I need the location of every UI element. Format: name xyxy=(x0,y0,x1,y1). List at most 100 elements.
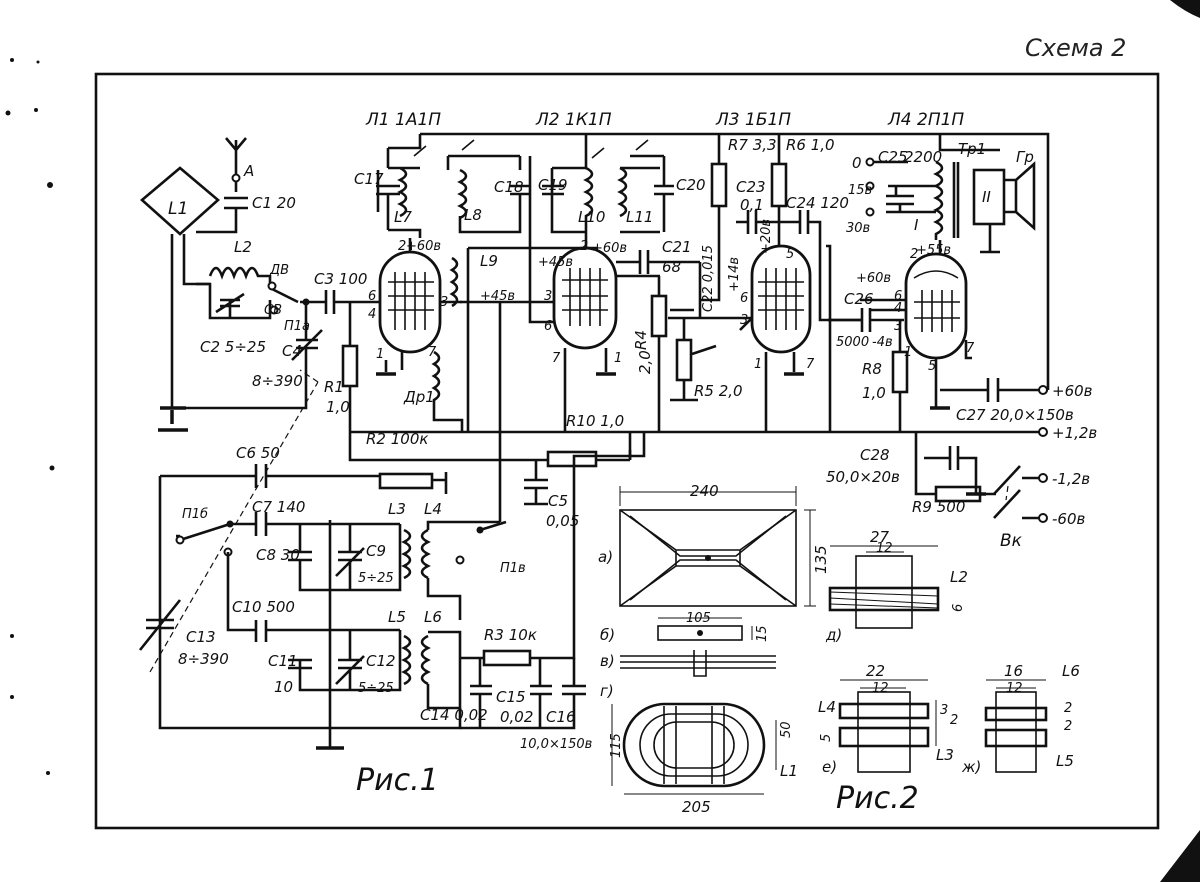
v45-1: +45в xyxy=(480,289,515,304)
a-label: А xyxy=(243,162,254,180)
c6-label: C6 50 xyxy=(236,444,280,462)
r2-label: R2 100к xyxy=(366,430,428,448)
dr1-label: Др1 xyxy=(403,388,435,406)
c13-label: C13 xyxy=(186,628,216,646)
fig2-a: а) xyxy=(598,548,613,566)
c17-label: C17 xyxy=(354,170,384,188)
c1-label: C1 20 xyxy=(252,194,296,212)
tube-l4-label: Л4 2П1П xyxy=(887,110,964,130)
svg-text:1: 1 xyxy=(904,345,912,360)
dim-12a: 12 xyxy=(876,541,893,556)
v60-2: +60в xyxy=(592,241,627,256)
vk-label: Вк xyxy=(1000,531,1023,551)
svg-text:4: 4 xyxy=(894,301,902,316)
dim-115: 115 xyxy=(609,733,624,758)
svg-text:6: 6 xyxy=(544,319,552,334)
tube-l2-label: Л2 1К1П xyxy=(535,110,612,130)
fig2-l2: L2 xyxy=(950,568,968,586)
v55-label: +55в xyxy=(916,243,951,258)
r7-label: R7 3,3 xyxy=(728,136,777,154)
c15-value: 0,02 xyxy=(500,708,533,726)
svg-text:7: 7 xyxy=(428,345,437,360)
svg-text:1: 1 xyxy=(754,357,762,372)
tube-l1 xyxy=(380,252,440,352)
l6-label: L6 xyxy=(424,608,442,626)
svg-text:5: 5 xyxy=(786,247,794,262)
v45-2: +45в xyxy=(538,255,573,270)
fig2-d: д) xyxy=(825,626,842,644)
dim-15: 15 xyxy=(755,625,770,642)
c10-label: C10 500 xyxy=(232,598,295,616)
out-plus60: +60в xyxy=(1052,382,1093,400)
l8-label: L8 xyxy=(464,206,482,224)
c14-label: C14 0,02 xyxy=(420,706,488,724)
sv-label: СВ xyxy=(264,303,282,318)
c2-label: C2 5÷25 xyxy=(200,338,266,356)
v20-label: +20в xyxy=(759,219,774,254)
v0-label: 0 xyxy=(852,154,862,172)
svg-text:3: 3 xyxy=(440,295,448,310)
c28-value: 50,0×20в xyxy=(826,468,900,486)
c7-label: C7 140 xyxy=(252,498,305,516)
dim-2c: 2 xyxy=(1064,719,1072,734)
tr1-label: Тр1 xyxy=(958,140,986,158)
c20-label: C20 xyxy=(676,176,706,194)
p1v-label: П1в xyxy=(500,561,526,576)
c16-label: C16 xyxy=(546,708,576,726)
fig2-caption: Рис.2 xyxy=(836,781,919,816)
svg-text:3: 3 xyxy=(740,313,748,328)
dim-50: 50 xyxy=(779,721,794,738)
l10-label: L10 xyxy=(578,208,605,226)
l3-label: L3 xyxy=(388,500,406,518)
svg-text:7: 7 xyxy=(806,357,815,372)
fig1-caption: Рис.1 xyxy=(356,763,439,798)
r4-value: 2,0 xyxy=(636,350,654,374)
r8-label: R8 xyxy=(862,360,882,378)
c12-label: C12 xyxy=(366,652,396,670)
c8-label: C8 30 xyxy=(256,546,300,564)
c18-label: C18 xyxy=(494,178,524,196)
v15-label: 15в xyxy=(848,183,872,198)
dim-2: 2 xyxy=(950,713,958,728)
v30-label: 30в xyxy=(846,221,870,236)
r4-label: R4 xyxy=(632,330,650,350)
dim-105: 105 xyxy=(686,611,711,626)
svg-text:1: 1 xyxy=(614,351,622,366)
fig2-l6: L6 xyxy=(1062,662,1080,680)
fig2-l4: L4 xyxy=(818,698,836,716)
r6-label: R6 1,0 xyxy=(786,136,835,154)
c26-value: 5000 xyxy=(836,335,869,350)
fig2-v: в) xyxy=(600,652,615,670)
scan-edge-marks xyxy=(6,0,1200,882)
r9-label: R9 500 xyxy=(912,498,965,516)
c15-label: C15 xyxy=(496,688,526,706)
c4-label: C4 xyxy=(282,342,302,360)
dim-240: 240 xyxy=(690,482,719,500)
winding-ii-label: II xyxy=(982,188,991,206)
c5-value: 0,05 xyxy=(546,512,579,530)
r8-value: 1,0 xyxy=(862,384,886,402)
l9-label: L9 xyxy=(480,252,498,270)
fig2-l5: L5 xyxy=(1056,752,1074,770)
r1-value: 1,0 xyxy=(326,398,350,416)
ground-symbol xyxy=(158,408,188,430)
p1b-label: П1б xyxy=(182,507,208,522)
c9-value: 5÷25 xyxy=(358,571,394,586)
v60-3: +60в xyxy=(856,271,891,286)
dv-label: ДВ xyxy=(269,263,289,278)
winding-i-label: I xyxy=(914,216,919,234)
l1-label: L1 xyxy=(168,199,188,219)
dim-6: 6 xyxy=(951,604,966,612)
c23-label: C23 xyxy=(736,178,766,196)
c25-value: 2200 xyxy=(904,148,942,166)
tube-l1-label: Л1 1А1П xyxy=(365,110,441,130)
svg-text:1: 1 xyxy=(376,347,384,362)
c4-value: 8÷390 xyxy=(252,372,303,390)
coil-l1-g xyxy=(624,704,764,786)
c27-label: C27 20,0×150в xyxy=(956,406,1074,424)
c5-label: C5 xyxy=(548,492,568,510)
v60-1: +60в xyxy=(406,239,441,254)
scheme-title: Схема 2 xyxy=(1025,34,1126,62)
dim-3: 3 xyxy=(940,703,948,718)
v4-label: -4в xyxy=(872,335,893,350)
